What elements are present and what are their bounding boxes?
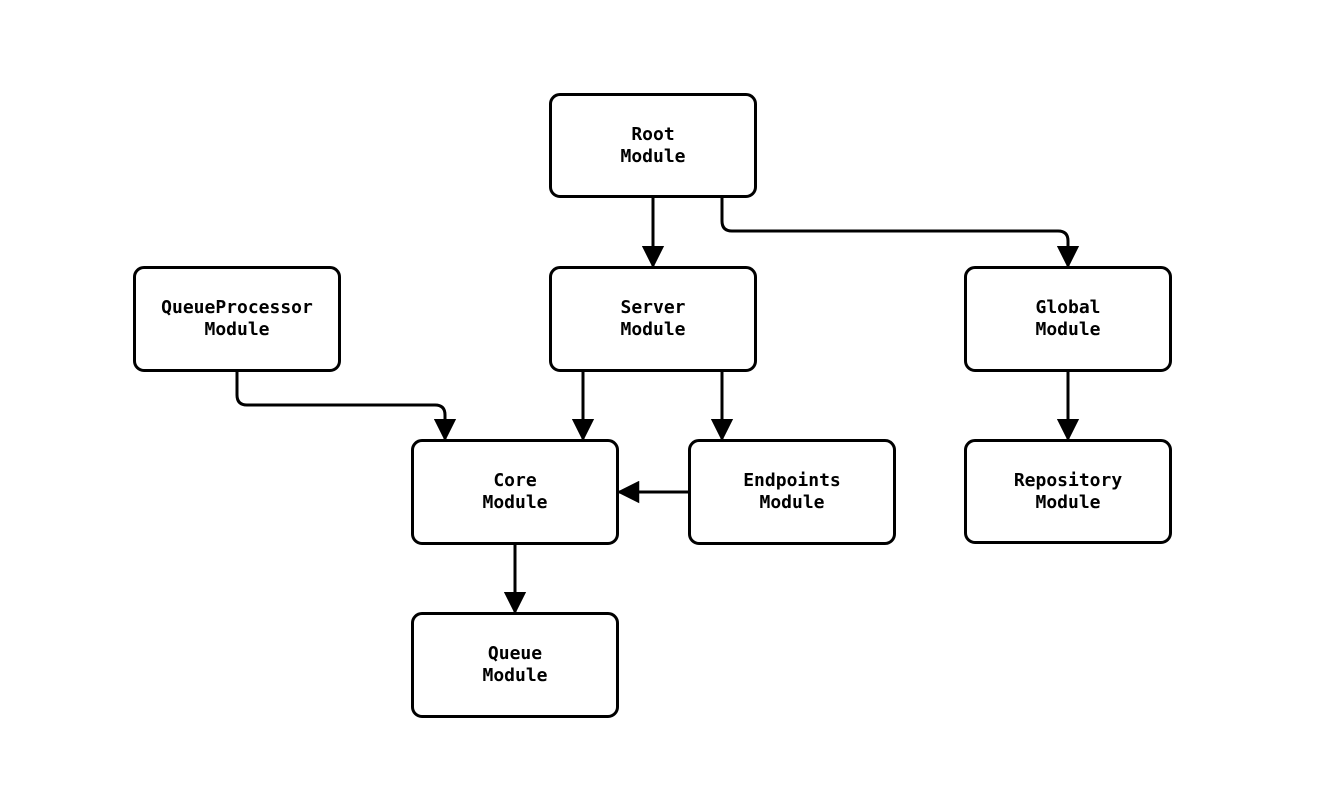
node-label-line2: Module — [1035, 491, 1101, 513]
node-label-line1: Repository — [1013, 469, 1123, 491]
node-label-line1: Server — [620, 297, 686, 318]
node-label-line2: Module — [620, 145, 686, 167]
node-label-line1: QueueProcessor — [161, 297, 313, 318]
node-label-line1: Global — [1035, 297, 1101, 318]
node-label-line2: Module — [620, 319, 686, 340]
node-label-line1: Core — [493, 470, 537, 491]
node-label-line1: Queue — [487, 643, 543, 664]
node-label-line1: Root — [631, 123, 675, 145]
node-label-line2: Module — [482, 492, 548, 513]
node-label-line2: Module — [759, 492, 825, 513]
node-label-line2: Module — [1035, 319, 1101, 340]
node-label-line1: Endpoints — [743, 470, 841, 491]
node-label-line2: Module — [482, 665, 548, 686]
node-label-line2: Module — [204, 319, 270, 340]
